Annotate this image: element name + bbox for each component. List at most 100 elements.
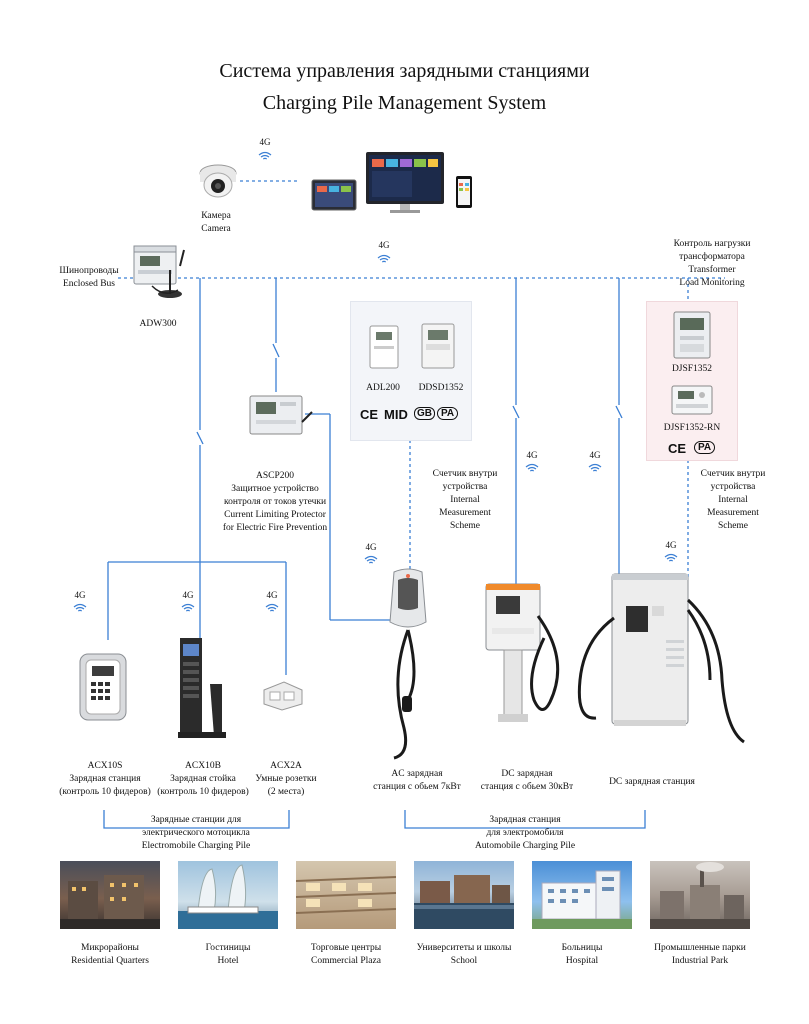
label-4g: 4G [365,542,377,552]
place-industrial-en: Industrial Park [671,956,729,966]
wifi-icon [181,603,195,612]
moto-group-ru2: электрического мотоцикла [142,828,250,838]
title-ru: Система управления зарядными станциями [219,60,590,82]
wifi-icon [265,603,279,612]
acx10s-charger-icon [79,653,127,721]
acx10b-ru2: (контроль 10 фидеров) [157,787,249,797]
place-hospital-en: Hospital [565,956,599,966]
camera-label-en: Camera [201,224,231,234]
internal1-l3: Internal [450,495,480,505]
pa-mark: PA [694,441,716,454]
acx10b-model: ACX10B [185,761,221,771]
acx2a-ru1: Умные розетки [255,774,317,784]
wifi-icon [664,553,678,562]
internal2-l4: Measurement [707,508,759,518]
auto-group-ru1: Зарядная станция [489,815,561,825]
bus-label-en: Enclosed Bus [63,279,115,289]
moto-group-en: Electromobile Charging Pile [141,841,251,851]
ascp200-ru2: контроля от токов утечки [223,497,327,507]
transformer-label-4: Load Monitoring [679,278,745,288]
adw300-label: ADW300 [139,319,177,329]
ascp200-en2: for Electric Fire Prevention [222,523,328,533]
place-residential-ru: Микрорайоны [81,943,139,953]
label-4g: 4G [378,240,390,250]
internal2-l1: Счетчик внутри [700,469,766,479]
wifi-icon [377,254,391,263]
dc-30kw-ru1: DC зарядная [501,769,553,779]
acx2a-ru2: (2 места) [267,787,305,797]
place-school-ru: Университеты и школы [416,943,512,953]
place-school-en: School [450,956,478,966]
internal2-l2: устройства [710,482,756,492]
mid-mark: MID [384,407,408,422]
wifi-icon [258,151,272,160]
label-4g: 4G [74,590,86,600]
transformer-label-3: Transformer [688,265,736,275]
camera-label-ru: Камера [201,211,231,221]
internal1-l1: Счетчик внутри [432,469,498,479]
dc-30kw-charger-icon [485,583,560,722]
place-hospital-ru: Больницы [561,943,603,953]
wifi-icon [73,603,87,612]
acx2a-socket-icon [263,681,303,711]
platform-devices-icon [311,152,472,213]
ac-7kw-ru2: станция с обьем 7кВт [373,782,461,792]
photo-plaza [296,861,396,929]
pa-mark: PA [437,407,459,420]
djsf1352-label: DJSF1352 [671,364,713,374]
wifi-icon [525,463,539,472]
djsf1352-meter-icon [673,311,711,359]
ascp200-model: ASCP200 [255,471,294,481]
acx2a-model: ACX2A [270,761,302,771]
wifi-icon [364,555,378,564]
auto-group-en: Automobile Charging Pile [474,841,576,851]
label-4g: 4G [182,590,194,600]
acx10b-charger-icon [178,638,226,738]
label-4g: 4G [589,450,601,460]
dc-large-charger-icon [577,573,745,744]
label-4g: 4G [665,540,677,550]
meter-devices-icon [369,323,455,369]
camera-icon [199,164,237,198]
internal1-l5: Scheme [449,521,481,531]
place-plaza-en: Commercial Plaza [311,956,381,966]
transformer-label-2: трансформатора [679,252,745,262]
photo-hotel [178,861,278,929]
wifi-icon [588,463,602,472]
place-hotel-ru: Гостиницы [205,943,251,953]
place-residential-en: Residential Quarters [71,956,149,966]
internal2-l3: Internal [718,495,748,505]
place-industrial-ru: Промышленные парки [654,943,746,953]
bus-label-ru: Шинопроводы [59,266,119,276]
acx10s-ru2: (контроль 10 фидеров) [59,787,151,797]
ce-mark: CE [360,407,379,422]
ascp200-en1: Current Limiting Protector [224,510,326,520]
label-4g: 4G [526,450,538,460]
ac-7kw-charger-icon [389,568,427,760]
adl200-label: ADL200 [366,383,400,393]
dc-30kw-ru2: станция с обьем 30кВт [480,782,574,792]
photo-industrial [650,861,750,929]
adw300-meter-icon [133,245,185,298]
photo-hospital [532,861,632,929]
place-plaza-ru: Торговые центры [310,943,382,953]
label-4g: 4G [259,137,271,147]
ascp200-device-icon [249,395,313,435]
acx10b-ru1: Зарядная стойка [170,774,236,784]
internal1-l2: устройства [442,482,488,492]
photo-residential [60,861,160,929]
internal2-l5: Scheme [717,521,749,531]
label-4g: 4G [266,590,278,600]
ce-mark: CE [668,441,687,456]
gb-mark: GB [414,407,435,420]
ac-7kw-ru1: AC зарядная [391,769,443,779]
djsf1352rn-label: DJSF1352-RN [663,423,721,433]
moto-group-ru1: Зарядные станции для [150,815,242,825]
internal1-l4: Measurement [439,508,491,518]
ddsd1352-label: DDSD1352 [418,383,464,393]
dc-large-ru1: DC зарядная станция [609,777,695,787]
acx10s-ru1: Зарядная станция [69,774,141,784]
ascp200-ru1: Защитное устройство [231,484,319,494]
transformer-label-1: Контроль нагрузки [673,239,751,249]
djsf1352rn-meter-icon [671,385,713,415]
